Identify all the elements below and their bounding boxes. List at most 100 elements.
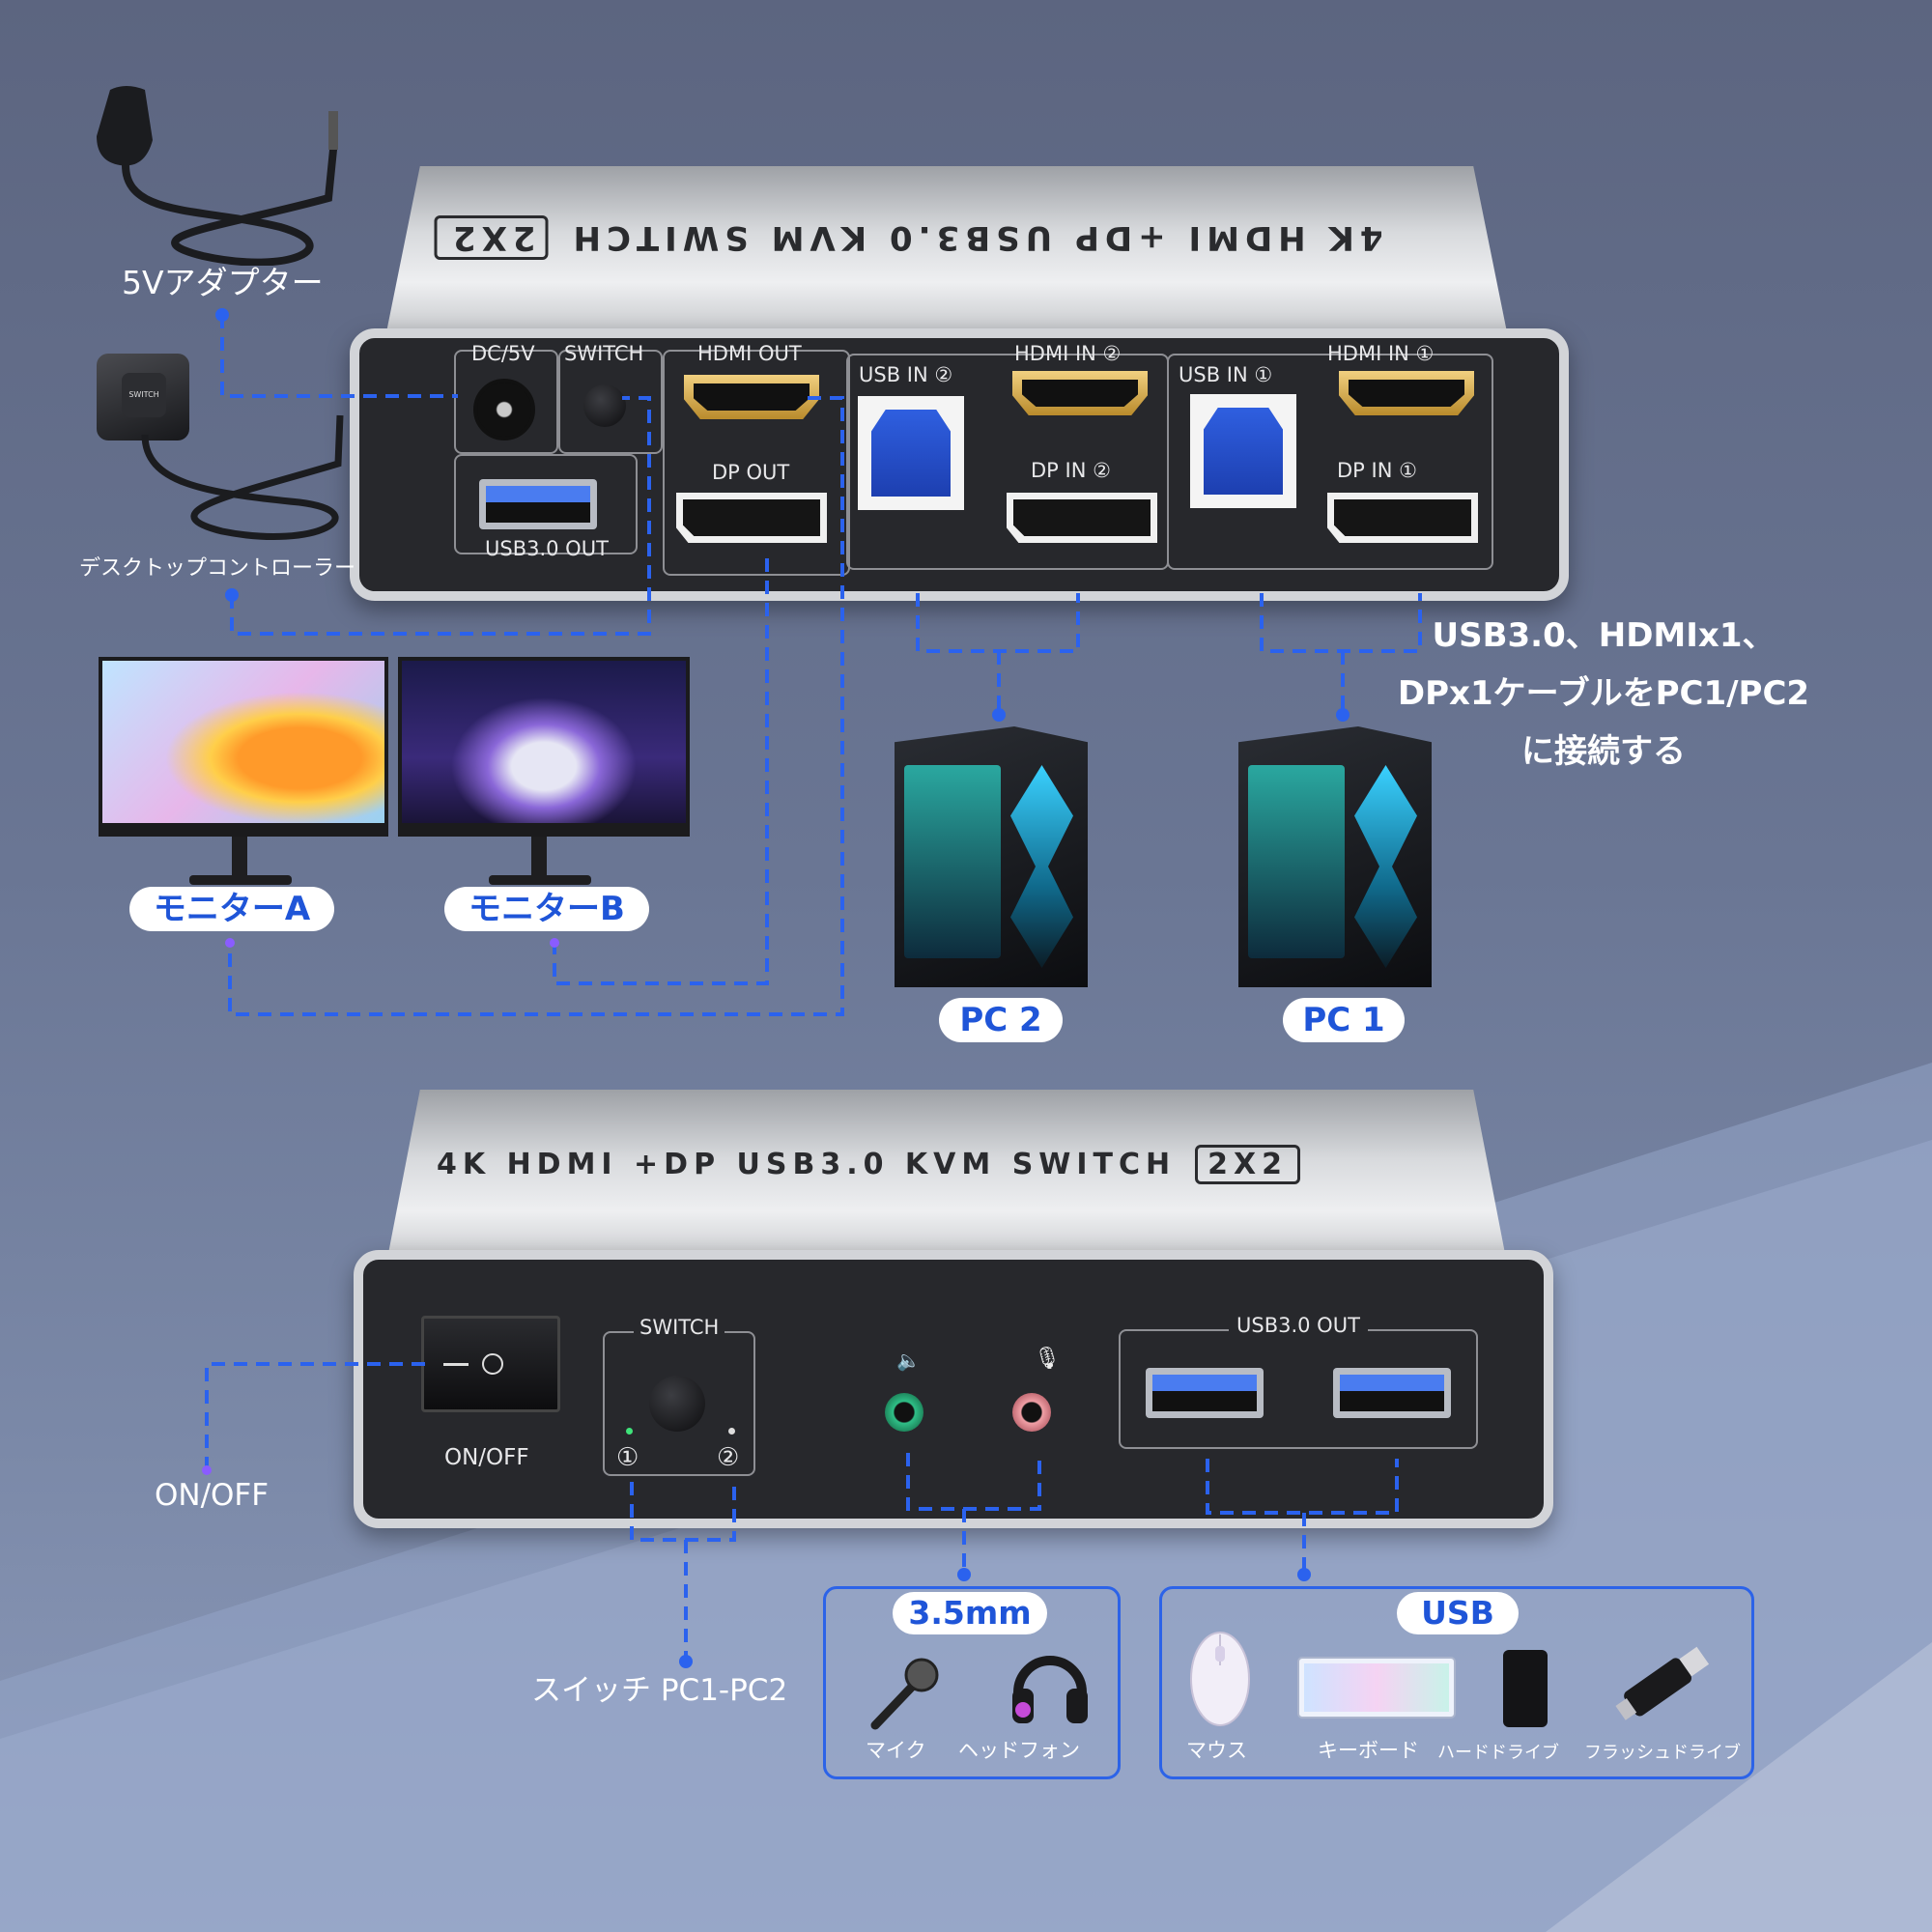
front-usb-port-2[interactable]	[1333, 1368, 1451, 1418]
hdmi-in-2-port[interactable]	[1012, 371, 1148, 415]
dp-out-port[interactable]	[676, 493, 827, 543]
controller-button[interactable]: SWITCH	[122, 373, 166, 417]
controller-connector	[230, 396, 651, 636]
usb-group-pill: USB	[1397, 1592, 1519, 1634]
monitor-a-screen	[99, 657, 388, 837]
hdd-label: ハードドライブ	[1437, 1743, 1559, 1763]
dp-out-label: DP OUT	[712, 461, 790, 484]
onoff-callout: ON/OFF	[155, 1478, 270, 1513]
switch-jack-port[interactable]	[583, 384, 626, 427]
audio-connector	[906, 1453, 1041, 1571]
front-device-top-surface	[386, 1090, 1507, 1264]
controller-label: デスクトップコントローラー	[79, 556, 356, 581]
power-line-mark	[443, 1363, 469, 1366]
mic-in-jack[interactable]	[1012, 1393, 1051, 1432]
controller-cable-icon	[141, 414, 344, 541]
usb-in-1-port[interactable]	[1190, 394, 1296, 508]
speaker-icon: 🔈	[896, 1349, 921, 1372]
pc1-tower-icon	[1238, 726, 1432, 987]
dp-in-1-port[interactable]	[1327, 493, 1478, 543]
hdmi-out-port[interactable]	[684, 375, 819, 419]
switch-connector	[630, 1482, 736, 1662]
pc2-pill: PC 2	[939, 998, 1063, 1042]
pc2-window	[904, 765, 1001, 958]
dp-in-2-port[interactable]	[1007, 493, 1157, 543]
microphone-icon	[870, 1658, 939, 1730]
switch-port-group	[558, 350, 663, 454]
front-badge: 2X2	[1195, 1145, 1301, 1184]
connect-note-line-2: DPx1ケーブルをPC1/PC2	[1397, 674, 1810, 713]
monitor-b-stand	[531, 837, 547, 879]
monitor-b-pill: モニターB	[444, 887, 649, 931]
front-device-title: 4K HDMI +DP USB3.0 KVM SWITCH 2X2	[437, 1145, 1301, 1184]
front-switch-label: SWITCH	[634, 1316, 725, 1339]
pc2-connector	[916, 593, 1080, 715]
rear-device-top-surface	[386, 166, 1507, 332]
monitor-a-stand	[232, 837, 247, 879]
hdmi-out-label: HDMI OUT	[697, 342, 802, 365]
headphone-icon	[1012, 1656, 1088, 1723]
hdmi-out-connector	[228, 396, 844, 1016]
dp-out-connector	[553, 558, 769, 985]
hard-drive-icon	[1503, 1650, 1548, 1727]
mouse-icon	[1190, 1632, 1250, 1726]
adapter-connector	[220, 315, 458, 398]
front-title-text: 4K HDMI +DP USB3.0 KVM SWITCH	[437, 1148, 1177, 1181]
front-usb-label: USB3.0 OUT	[1229, 1314, 1368, 1337]
dc-jack-port[interactable]	[473, 379, 535, 440]
audio-accessory-box	[823, 1586, 1121, 1779]
pc-switch-button[interactable]	[649, 1376, 705, 1432]
connect-note-line-3: に接続する	[1521, 732, 1686, 771]
usb-in-2-label: USB IN ②	[859, 363, 953, 386]
usb30-out-rear-port[interactable]	[479, 479, 597, 529]
headphone-label: ヘッドフォン	[958, 1739, 1080, 1762]
usb30-out-rear-label: USB3.0 OUT	[485, 537, 609, 560]
mic-small-icon: 🎙	[1034, 1347, 1061, 1371]
power-adapter-icon	[97, 86, 338, 266]
switch-port-label: SWITCH	[564, 342, 644, 365]
adapter-label: 5Vアダプター	[122, 264, 324, 301]
connect-note-line-1: USB3.0、HDMIx1、	[1432, 616, 1776, 655]
switch-pc-callout: スイッチ PC1-PC2	[531, 1673, 788, 1708]
flash-drive-icon	[1615, 1646, 1710, 1720]
mouse-label: マウス	[1186, 1739, 1247, 1762]
dp-in-2-label: DP IN ②	[1031, 459, 1111, 482]
dc5v-group	[454, 350, 558, 454]
switch-pos-2: ②	[717, 1443, 740, 1472]
usb-out-group	[454, 454, 638, 554]
monitor-b-base	[489, 875, 591, 885]
front-usb-port-1[interactable]	[1146, 1368, 1264, 1418]
pc1-input-group	[1167, 354, 1493, 570]
keyboard-label: キーボード	[1318, 1739, 1419, 1762]
pc2-led	[728, 1428, 735, 1435]
pc1-window	[1248, 765, 1345, 958]
audio-group-pill: 3.5mm	[893, 1592, 1047, 1634]
usb-connector	[1206, 1459, 1399, 1571]
switch-pos-1: ①	[616, 1443, 639, 1472]
onoff-panel-label: ON/OFF	[444, 1445, 529, 1470]
desktop-controller[interactable]: SWITCH	[97, 354, 189, 440]
monitor-a-pill: モニターA	[129, 887, 334, 931]
keyboard-icon	[1297, 1657, 1456, 1719]
hdmi-in-2-label: HDMI IN ②	[1014, 342, 1122, 365]
usb-in-1-label: USB IN ①	[1179, 363, 1273, 386]
pc1-connector	[1260, 593, 1422, 715]
connect-note: USB3.0、HDMIx1、 DPx1ケーブルをPC1/PC2 に接続する	[1391, 607, 1816, 781]
output-group	[663, 350, 850, 576]
usb-accessory-box	[1159, 1586, 1754, 1779]
pc1-led	[626, 1428, 633, 1435]
pc2-tower-icon	[895, 726, 1088, 987]
hdmi-in-1-port[interactable]	[1339, 371, 1474, 415]
monitor-b-screen	[398, 657, 690, 837]
usb-in-2-port[interactable]	[858, 396, 964, 510]
onoff-connector	[205, 1362, 425, 1468]
audio-out-jack[interactable]	[885, 1393, 923, 1432]
dp-in-1-label: DP IN ①	[1337, 459, 1417, 482]
power-circle-mark	[482, 1353, 503, 1375]
flash-label: フラッシュドライブ	[1584, 1743, 1741, 1763]
pc1-pill: PC 1	[1283, 998, 1405, 1042]
dc5v-label: DC/5V	[471, 342, 535, 365]
hdmi-in-1-label: HDMI IN ①	[1327, 342, 1435, 365]
mic-label: マイク	[866, 1739, 926, 1762]
